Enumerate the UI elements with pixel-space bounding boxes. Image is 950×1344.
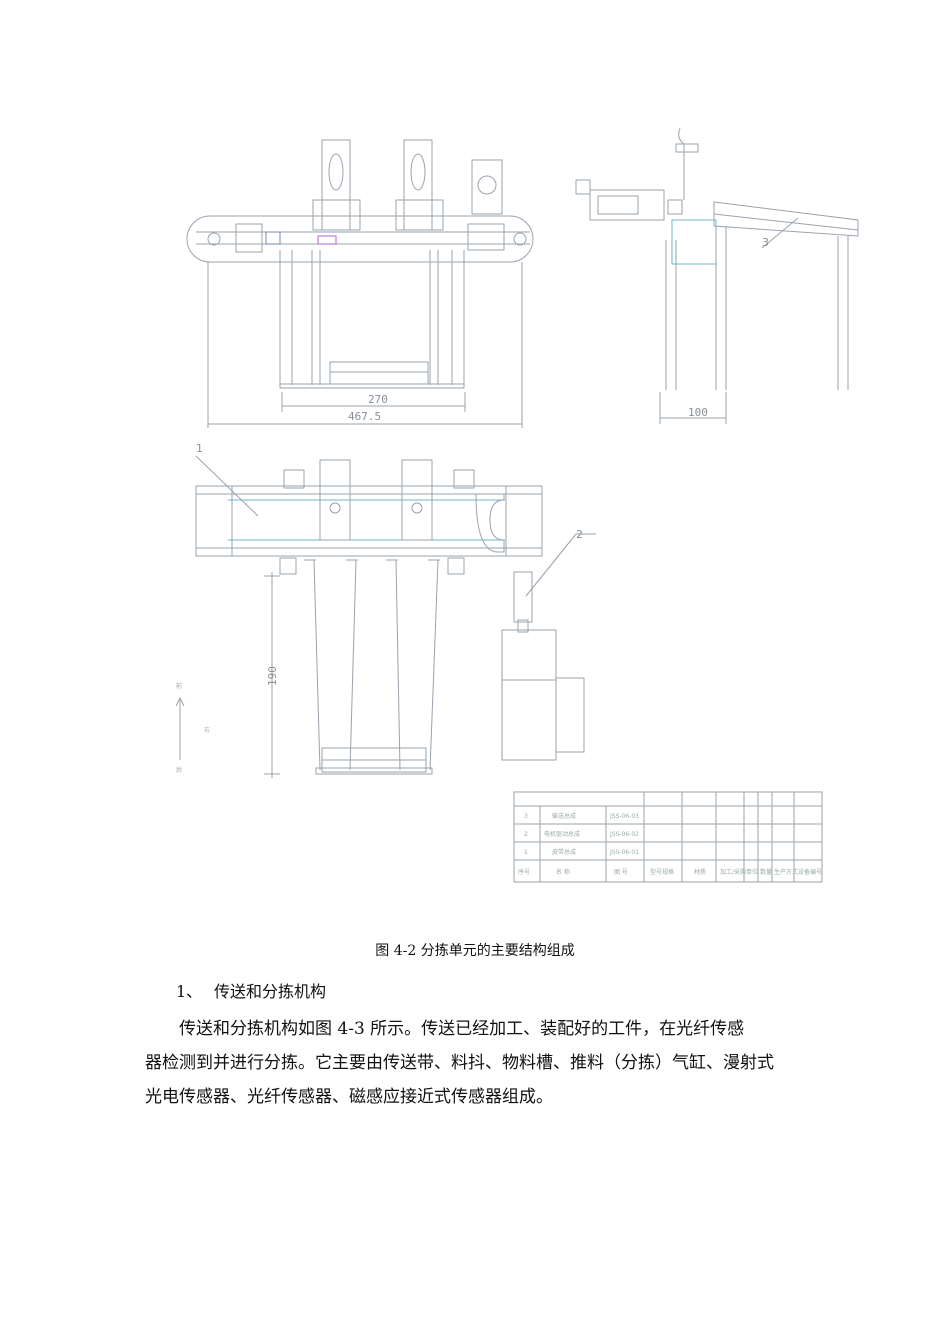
tb-row1-code: JSS-06-03 (609, 813, 639, 820)
tb-row3-code: JSS-06-01 (609, 849, 639, 856)
figure-caption: 图 4-2 分拣单元的主要结构组成 (375, 943, 575, 959)
tb-row3-name: 皮带总成 (552, 848, 576, 856)
tb-h-equip: 设备编号 (798, 868, 822, 876)
body-paragraph: 传送和分拣机构如图 4-3 所示。传送已经加工、装配好的工件，在光纤传感 器检测… (145, 1012, 815, 1114)
tb-h-no: 序号 (518, 868, 530, 876)
tb-row1-name: 输送总成 (552, 812, 576, 820)
tb-row2-name: 电机驱动总成 (544, 830, 580, 838)
section-number: 1、 (176, 982, 203, 1001)
plan-view (175, 455, 596, 778)
tb-h-code: 图 号 (614, 869, 628, 876)
section-title: 传送和分拣机构 (214, 982, 327, 1001)
dim-front-outer: 467.5 (348, 410, 381, 423)
title-block (513, 791, 823, 883)
tb-h-unit: 单位 (746, 868, 758, 876)
callout-1: 1 (196, 442, 203, 455)
paragraph-line-3: 光电传感器、光纤传感器、磁感应接近式传感器组成。 (145, 1087, 553, 1107)
paragraph-line-2: 器检测到并进行分拣。它主要由传送带、料抖、物料槽、推料（分拣）气缸、漫射式 (145, 1053, 774, 1073)
tb-h-spec: 型号规格 (650, 868, 674, 876)
direction-right-label: 右 (204, 726, 210, 734)
callout-2: 2 (576, 528, 583, 541)
dim-plan-depth: 190 (266, 666, 279, 686)
tb-row2-no: 2 (524, 831, 528, 838)
dim-side: 100 (688, 406, 708, 419)
tb-h-method: 生产方式 (774, 868, 798, 876)
title-block-text: 3 输送总成 JSS-06-03 2 电机驱动总成 JSS-06-02 1 皮带… (518, 812, 822, 876)
tb-h-qty: 数量 (760, 868, 772, 876)
front-view (186, 139, 534, 428)
dim-front-inner: 270 (368, 393, 388, 406)
direction-front-label: 前 (176, 682, 182, 690)
tb-row1-no: 3 (524, 813, 528, 820)
tb-h-name: 名 称 (556, 868, 570, 876)
side-view (575, 127, 859, 424)
paragraph-line-1: 传送和分拣机构如图 4-3 所示。传送已经加工、装配好的工件，在光纤传感 (179, 1019, 745, 1039)
tb-h-material: 材质 (694, 868, 706, 876)
callout-3: 3 (762, 236, 769, 249)
tb-row3-no: 1 (524, 849, 528, 856)
direction-back-label: 后 (176, 766, 182, 774)
mechanical-drawing: 270 467.5 100 190 1 2 3 前 后 右 3 输送总成 JSS… (175, 127, 859, 883)
tb-row2-code: JSS-06-02 (609, 831, 639, 838)
tb-h-process: 加工/采购 (720, 868, 746, 876)
section-heading: 1、传送和分拣机构 (176, 978, 326, 1002)
